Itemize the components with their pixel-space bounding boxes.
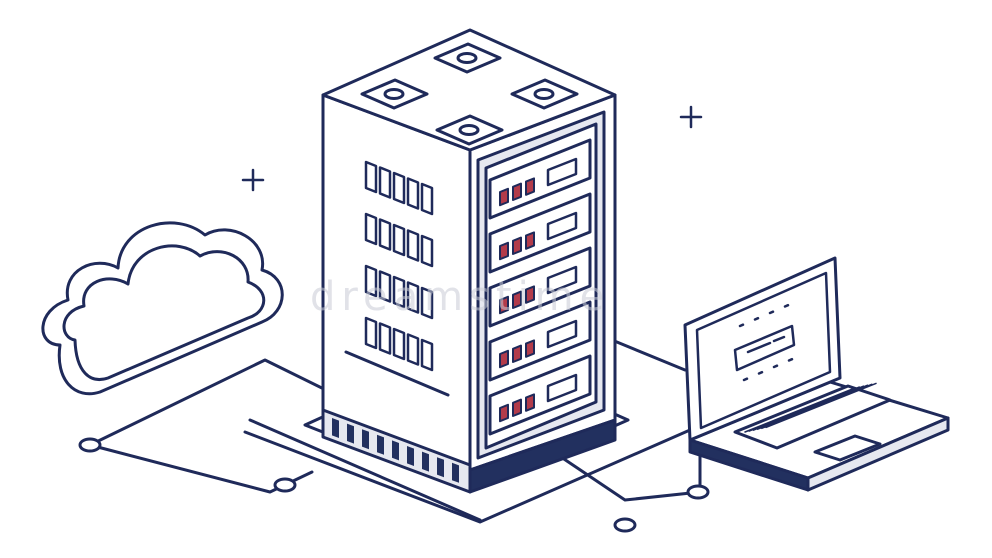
vent-bar <box>347 423 354 444</box>
led-indicator <box>499 403 509 423</box>
left-grille <box>364 160 434 372</box>
laptop-icon <box>683 256 950 492</box>
grille-slot <box>364 316 378 350</box>
drive-slot <box>546 265 578 295</box>
drive-slot <box>546 211 578 241</box>
screen-dot <box>772 364 779 369</box>
led-indicator <box>499 295 509 315</box>
led-indicator <box>525 177 535 196</box>
grille-slot <box>378 166 392 199</box>
drive-slot <box>546 373 578 403</box>
vent-icon <box>510 78 579 110</box>
bottom-vent-bars <box>332 418 459 483</box>
vent-bar <box>362 429 369 450</box>
drive-slot <box>546 319 578 349</box>
screen-dot <box>787 357 794 362</box>
grille-slot <box>392 327 406 361</box>
led-indicator <box>512 398 522 417</box>
vent-bar <box>332 418 339 438</box>
led-indicator <box>525 339 535 358</box>
rack-unit <box>488 300 592 382</box>
grille-slot <box>378 322 392 355</box>
node-dot <box>273 477 297 493</box>
led-indicator <box>499 187 509 207</box>
led-indicator <box>512 182 522 201</box>
grille-slot <box>392 223 406 257</box>
rack-unit <box>488 246 592 328</box>
screen-dots <box>738 303 794 382</box>
network-nodes <box>78 437 710 533</box>
network-lines <box>88 338 702 524</box>
vent-icon <box>360 78 429 110</box>
grille-slot <box>420 234 434 268</box>
led-indicator <box>525 285 535 304</box>
rack-unit <box>488 354 592 436</box>
vent-icon <box>435 114 504 146</box>
screen-dot <box>738 323 745 328</box>
sparkle-icon <box>241 168 265 192</box>
rack-units <box>488 138 592 436</box>
vent-bar <box>422 451 429 472</box>
keyboard-keys <box>744 382 877 433</box>
vent-bar <box>377 434 384 455</box>
left-face-line <box>344 350 450 397</box>
grille-slot <box>378 270 392 303</box>
grille-slot <box>392 275 406 309</box>
grille-slot <box>420 338 434 372</box>
node-dot <box>686 484 710 500</box>
cloud-icon <box>41 221 284 396</box>
screen-dot <box>783 303 790 308</box>
grille-slot <box>420 182 434 216</box>
screen-dot <box>742 377 749 382</box>
led-indicator <box>512 344 522 363</box>
server-tower <box>303 28 630 494</box>
grille-slot <box>378 218 392 251</box>
top-vents <box>360 42 579 146</box>
vent-bar <box>392 440 399 461</box>
led-indicator <box>525 231 535 250</box>
led-indicator <box>512 290 522 309</box>
server-top-face <box>321 28 617 152</box>
watermark-text: dreamstime <box>310 274 610 320</box>
grille-slot <box>406 177 420 210</box>
grille-slot <box>406 229 420 262</box>
grille-slot <box>420 286 434 320</box>
led-indicator <box>512 236 522 255</box>
screen-dot <box>768 310 775 315</box>
laptop-base-edge-right <box>806 416 950 492</box>
grille-slot <box>364 160 378 194</box>
sparkles <box>241 105 703 192</box>
grille-slot <box>364 264 378 298</box>
vent-bar <box>407 446 414 466</box>
screen-dot <box>757 370 764 375</box>
led-indicator <box>499 241 509 261</box>
grille-slot <box>406 333 420 366</box>
laptop-keyboard <box>733 384 892 450</box>
led-indicator <box>499 349 509 369</box>
sparkle-icon <box>679 105 703 129</box>
node-dot <box>78 437 102 453</box>
screen-window <box>733 324 796 372</box>
key-row <box>765 382 877 429</box>
screen-dot <box>753 316 760 321</box>
vent-bar <box>452 462 459 483</box>
node-dot <box>613 517 637 533</box>
laptop-trackpad <box>813 434 882 462</box>
rack-unit <box>488 192 592 274</box>
server-base-right <box>468 418 617 494</box>
led-indicator <box>525 393 535 412</box>
vent-icon <box>433 42 502 74</box>
grille-slot <box>406 281 420 314</box>
drive-slot <box>546 157 578 187</box>
vent-bar <box>437 457 444 478</box>
rack-unit <box>488 138 592 220</box>
grille-slot <box>392 171 406 205</box>
grille-slot <box>364 212 378 246</box>
